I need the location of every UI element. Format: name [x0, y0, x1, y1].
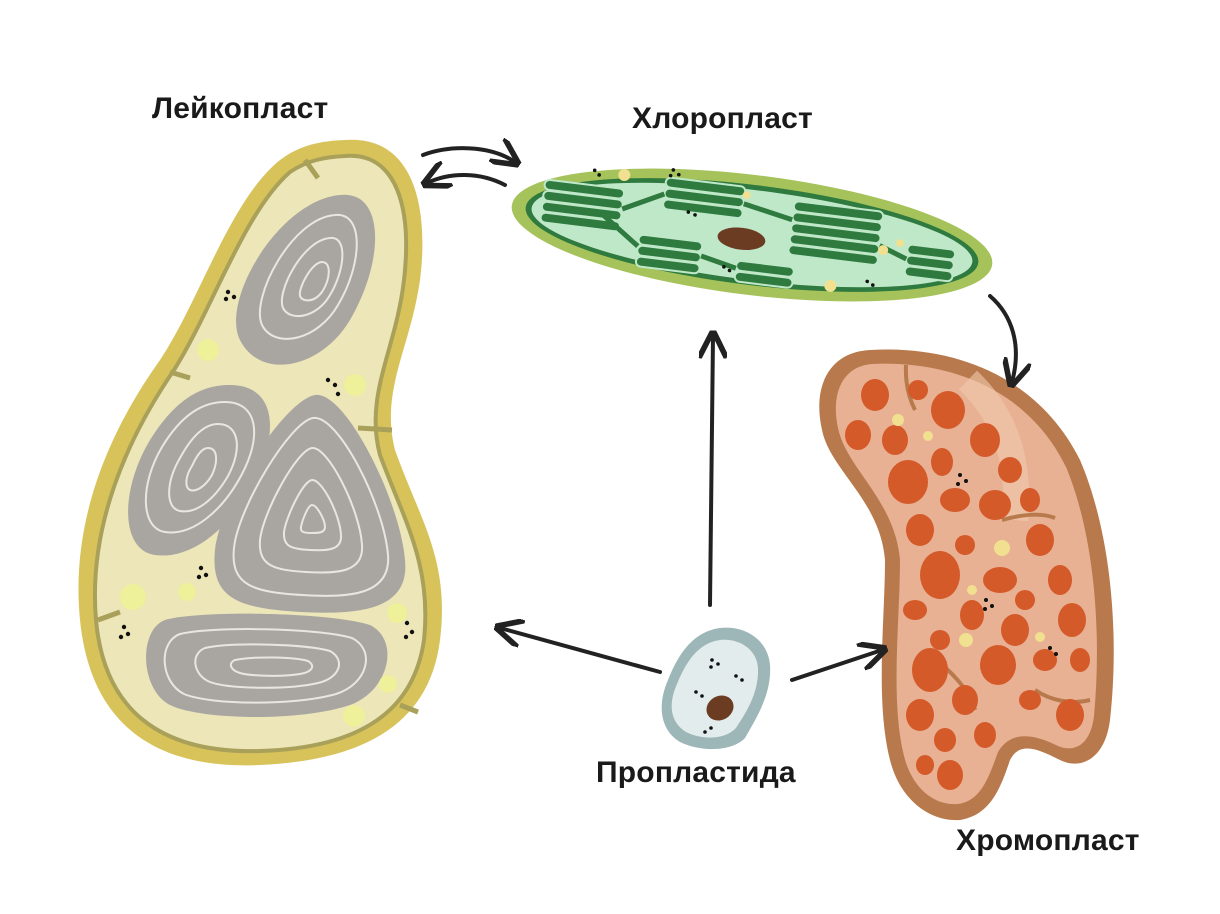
highlight — [958, 370, 1030, 522]
vesicle — [379, 675, 397, 693]
membrane-fold — [399, 702, 419, 715]
membrane-fold — [169, 369, 191, 381]
label-proplastid: Пропластида — [596, 756, 796, 789]
starch-grain — [128, 385, 270, 556]
chloroplast — [511, 168, 993, 302]
arrow-leucoplast-to-chloroplast — [421, 148, 515, 162]
arrow-proplastid-to-chromoplast — [790, 650, 882, 682]
leucoplast — [78, 139, 442, 766]
arrow-proplastid-to-leucoplast — [500, 628, 662, 674]
arrow-proplastid-to-chloroplast — [710, 336, 713, 607]
membrane-fold — [97, 609, 121, 623]
vesicle — [343, 705, 365, 727]
label-leucoplast: Лейкопласт — [152, 92, 329, 125]
label-chloroplast: Хлоропласт — [632, 102, 813, 135]
proplastid — [661, 627, 771, 750]
proplastid-nucleoid — [706, 695, 734, 721]
starch-grain — [236, 194, 376, 365]
arrows — [421, 148, 1016, 682]
vesicle — [344, 374, 366, 396]
membrane-fold — [302, 158, 321, 180]
vesicle — [178, 583, 196, 601]
arrow-chloroplast-to-leucoplast — [427, 175, 507, 185]
chloroplast-nucleoid — [717, 227, 766, 251]
starch-grain — [214, 394, 406, 613]
vesicle — [387, 603, 407, 623]
ribosomes — [956, 473, 1058, 656]
vesicles — [892, 414, 1045, 647]
chromoplast — [819, 349, 1114, 821]
proplastid-inner — [671, 639, 759, 738]
vesicles — [618, 168, 905, 292]
arrow-chloroplast-to-chromoplast — [988, 294, 1016, 382]
carotenoid-globules — [845, 379, 1090, 790]
starch-grain — [146, 613, 388, 718]
ribosomes — [118, 289, 415, 640]
grana — [539, 176, 957, 289]
vesicle — [120, 584, 146, 610]
membrane-fold — [357, 425, 393, 433]
ribosomes — [694, 658, 744, 734]
vesicle — [197, 339, 219, 361]
label-chromoplast: Хромопласт — [956, 824, 1140, 857]
ribosomes — [592, 168, 875, 287]
